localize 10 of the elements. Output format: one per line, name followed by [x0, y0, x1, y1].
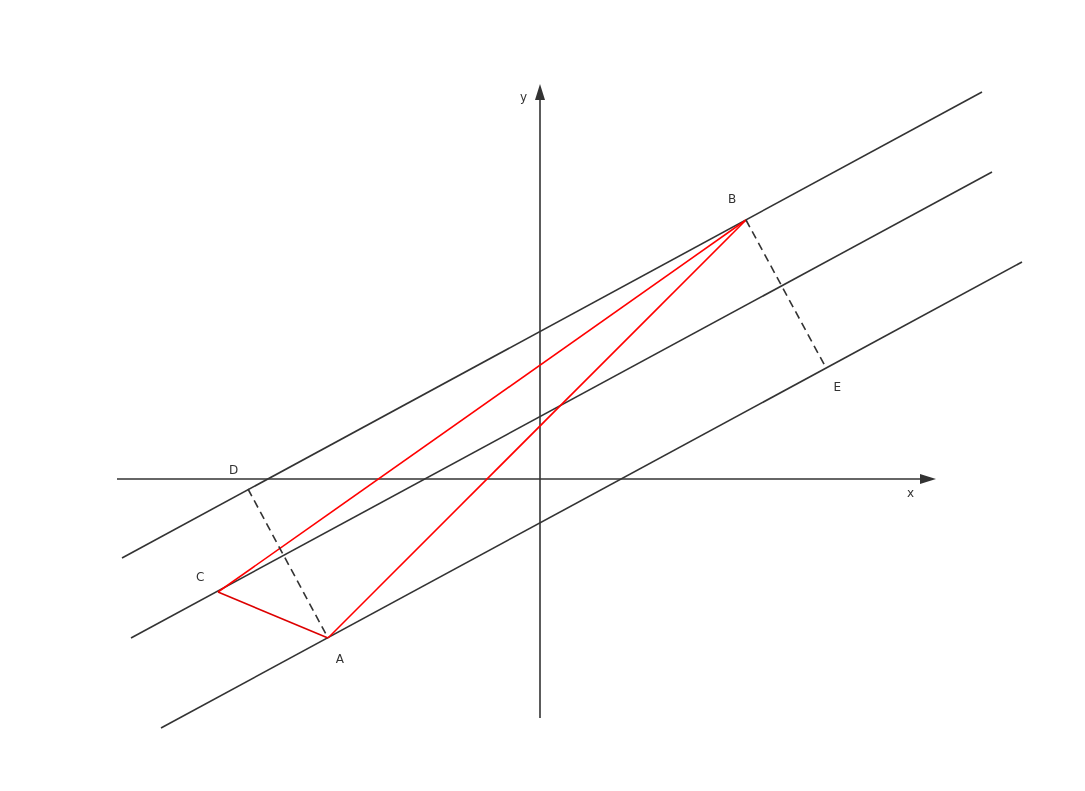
point-label: E — [833, 380, 841, 394]
line-segment — [217, 591, 329, 639]
point-label: A — [335, 652, 344, 666]
axis-label: y — [520, 90, 528, 104]
axis-label: x — [907, 486, 915, 500]
point-label: C — [196, 570, 205, 584]
line-segment — [327, 219, 747, 639]
point-label: D — [229, 463, 239, 477]
dashed-segment — [745, 219, 826, 367]
point-label: B — [728, 192, 737, 206]
